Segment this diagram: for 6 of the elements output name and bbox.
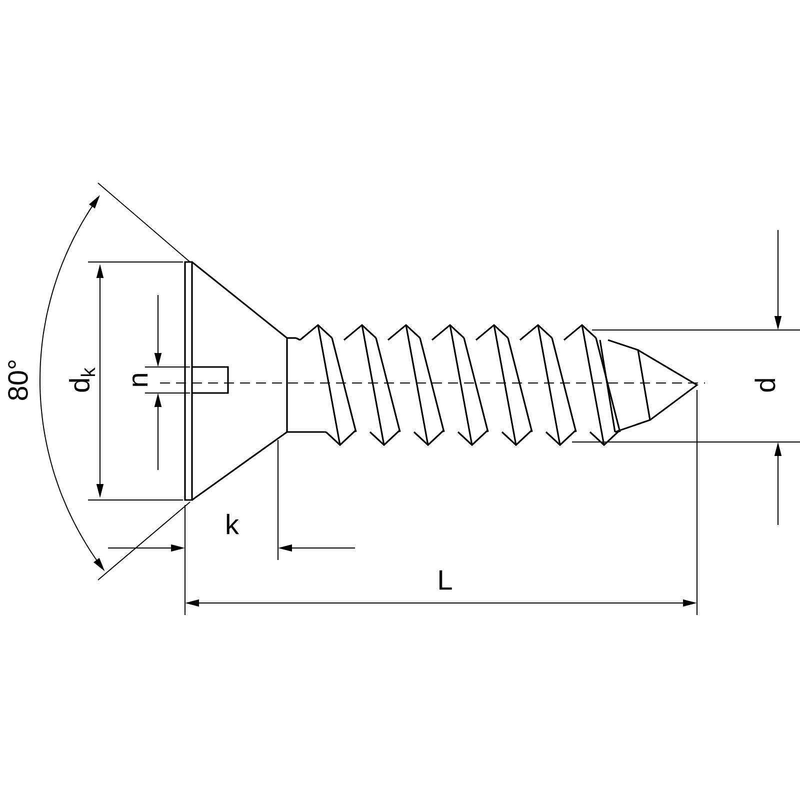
dimension-label: L [440,570,452,590]
dimension-label: d [754,379,776,392]
dimension-label: 80° [8,360,28,400]
dimension-label: d$_{k}$ [69,368,95,392]
dimension-label: k [226,514,240,534]
dimension-label: n [132,374,148,386]
